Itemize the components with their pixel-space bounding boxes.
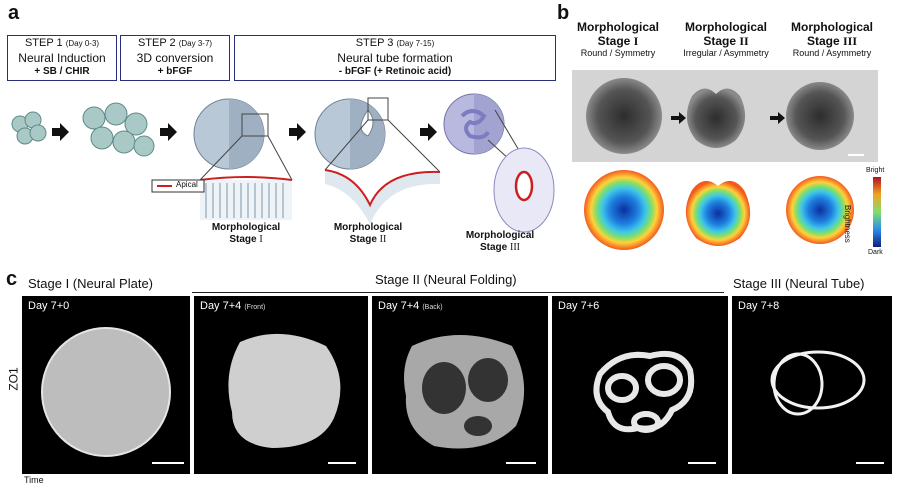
step3-treatment: - bFGF (+ Retinoic acid) (338, 66, 452, 77)
step1-desc: Neural Induction (18, 51, 106, 65)
panel-day-label: Day 7+4 (Front) (200, 300, 266, 312)
arrow-icon (160, 123, 177, 141)
neural-cells-cluster-large (82, 102, 155, 157)
step3-box: STEP 3 (Day 7-15) Neural tube formation … (234, 35, 556, 81)
arrow-icon (770, 112, 785, 124)
organoid-stage3 (443, 93, 521, 161)
schematic-stage3-label: Morphological Stage III (465, 230, 535, 253)
scale-bar (506, 462, 536, 464)
schematic-stage1-label: Morphological Stage I (211, 222, 281, 245)
brightfield-stage3 (786, 82, 854, 150)
apical-legend-label: Apical (176, 180, 198, 189)
brightness-colorbar (873, 177, 881, 247)
organoid-image (770, 350, 866, 416)
scale-bar (328, 462, 356, 464)
panel-a-letter: a (8, 2, 20, 24)
panel-a-schematic (11, 93, 555, 233)
neural-cells-cluster-small (11, 111, 47, 145)
step3-days: (Day 7-15) (396, 39, 435, 48)
step1-title: STEP 1 (24, 37, 63, 49)
group-stage1-label: Stage I (Neural Plate) (28, 276, 154, 291)
brightfield-stage2 (686, 88, 746, 148)
apical-epithelium-stage2 (324, 169, 441, 224)
group-stage2-label: Stage II (Neural Folding) (375, 272, 517, 287)
colorbar-axis-label: Brightness (843, 205, 852, 243)
step1-box: STEP 1 (Day 0-3) Neural Induction + SB /… (7, 35, 117, 81)
step2-box: STEP 2 (Day 3-7) 3D conversion + bFGF (120, 35, 230, 81)
apical-epithelium-stage1 (199, 176, 293, 220)
organoid-image (593, 350, 695, 433)
arrow-icon (671, 112, 686, 124)
scale-bar (856, 462, 884, 464)
image-panel-day7-4-back: Day 7+4 (Back) (372, 296, 548, 474)
arrow-icon (52, 123, 69, 141)
stage2-bracket-line (192, 292, 724, 293)
colorbar-dark-label: Dark (868, 249, 883, 256)
arrow-icon (420, 123, 437, 141)
scale-bar (688, 462, 716, 464)
heatmap-stage3 (786, 176, 854, 244)
panel-b-heatmap-row (584, 170, 854, 250)
organoid-image (228, 333, 341, 448)
neural-tube-cross-section (493, 147, 555, 233)
image-panel-day7-6: Day 7+6 (552, 296, 728, 474)
arrow-icon (289, 123, 306, 141)
scale-bar (152, 462, 184, 464)
organoid-image (42, 328, 170, 456)
step3-title: STEP 3 (355, 37, 394, 49)
step1-treatment: + SB / CHIR (34, 66, 90, 77)
organoid-stage2 (314, 97, 441, 173)
apical-legend-box (151, 179, 205, 193)
step2-desc: 3D conversion (136, 51, 214, 65)
panel-day-label: Day 7+6 (558, 300, 600, 312)
scale-bar (848, 154, 864, 156)
panel-b-letter: b (557, 2, 570, 24)
brightfield-stage1 (586, 78, 662, 154)
time-axis-label: Time (24, 475, 44, 485)
step1-days: (Day 0-3) (65, 39, 100, 48)
step2-days: (Day 3-7) (178, 39, 213, 48)
step2-title: STEP 2 (137, 37, 176, 49)
panel-day-label: Day 7+4 (Back) (378, 300, 443, 312)
step3-desc: Neural tube formation (337, 51, 453, 65)
step2-treatment: + bFGF (157, 66, 193, 77)
image-panel-day7-8: Day 7+8 (732, 296, 892, 474)
panel-c-letter: c (6, 268, 18, 290)
image-panel-day7-0: Day 7+0 (22, 296, 190, 474)
panel-day-label: Day 7+8 (738, 300, 780, 312)
schematic-stage2-label: Morphological Stage II (333, 222, 403, 245)
heatmap-stage2 (685, 180, 751, 246)
image-panel-day7-4-front: Day 7+4 (Front) (194, 296, 368, 474)
heatmap-stage1 (584, 170, 664, 250)
row-label-zo1: ZO1 (6, 367, 21, 391)
organoid-stage1 (193, 98, 293, 181)
panel-b-brightfield-row (572, 70, 878, 162)
group-stage3-label: Stage III (Neural Tube) (733, 276, 865, 291)
panel-day-label: Day 7+0 (28, 300, 70, 312)
colorbar-bright-label: Bright (866, 167, 885, 174)
